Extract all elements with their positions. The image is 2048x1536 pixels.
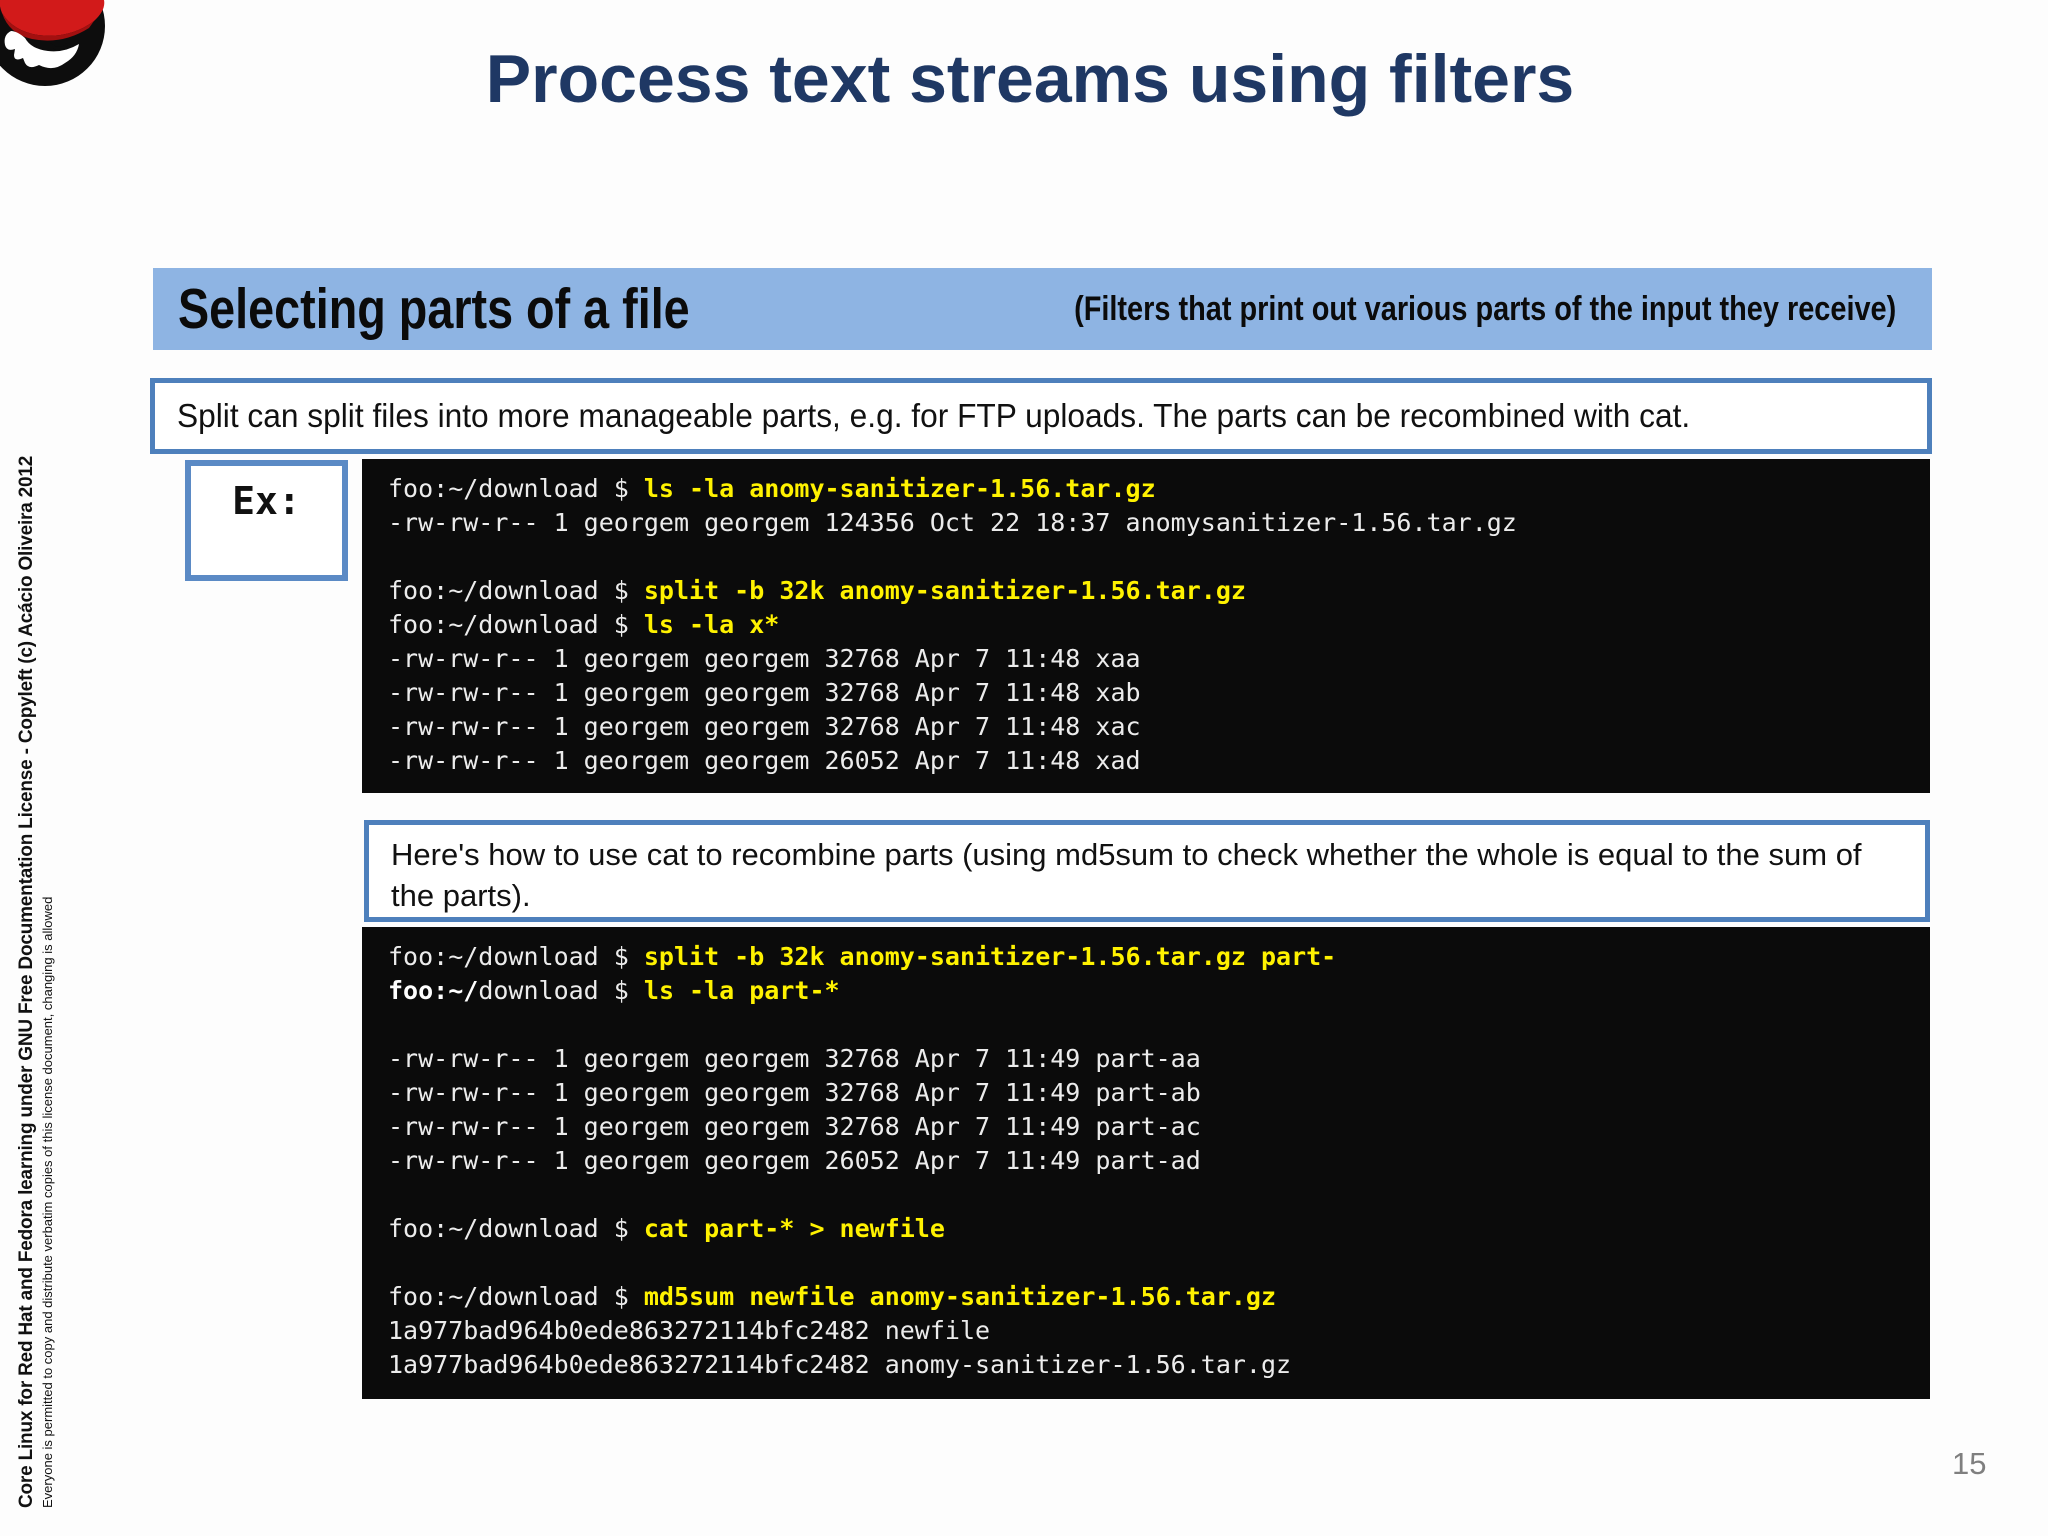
section-header-bar: Selecting parts of a file (Filters that … bbox=[153, 268, 1932, 350]
terminal-line: -rw-rw-r-- 1 georgem georgem 32768 Apr 7… bbox=[388, 710, 1920, 744]
terminal-line: 1a977bad964b0ede863272114bfc2482 newfile bbox=[388, 1314, 1920, 1348]
output-text: -rw-rw-r-- 1 georgem georgem 32768 Apr 7… bbox=[388, 644, 1141, 673]
example-label-box: Ex: bbox=[185, 460, 348, 581]
example-label: Ex: bbox=[232, 479, 301, 523]
terminal-line: -rw-rw-r-- 1 georgem georgem 26052 Apr 7… bbox=[388, 1144, 1920, 1178]
terminal-window-2: foo:~/download $ split -b 32k anomy-sani… bbox=[362, 927, 1930, 1399]
terminal-line: foo:~/download $ split -b 32k anomy-sani… bbox=[388, 574, 1920, 608]
terminal-line: -rw-rw-r-- 1 georgem georgem 32768 Apr 7… bbox=[388, 1042, 1920, 1076]
command-text: ls -la anomy-sanitizer-1.56.tar.gz bbox=[643, 474, 1156, 503]
terminal-line: foo:~/download $ cat part-* > newfile bbox=[388, 1212, 1920, 1246]
prompt-text: foo:~/download $ bbox=[388, 942, 644, 971]
terminal-line bbox=[388, 1178, 1920, 1212]
terminal-line: foo:~/download $ md5sum newfile anomy-sa… bbox=[388, 1280, 1920, 1314]
prompt-text: download $ bbox=[478, 976, 644, 1005]
prompt-text: foo:~/download $ bbox=[388, 1282, 644, 1311]
terminal-line: -rw-rw-r-- 1 georgem georgem 32768 Apr 7… bbox=[388, 642, 1920, 676]
output-text: -rw-rw-r-- 1 georgem georgem 26052 Apr 7… bbox=[388, 1146, 1201, 1175]
terminal-window-1: foo:~/download $ ls -la anomy-sanitizer-… bbox=[362, 459, 1930, 793]
prompt-text: foo:~/download $ bbox=[388, 474, 644, 503]
output-text: -rw-rw-r-- 1 georgem georgem 124356 Oct … bbox=[388, 508, 1517, 537]
prompt-text: foo:~/download $ bbox=[388, 610, 644, 639]
prompt-text-bold: foo:~/ bbox=[388, 976, 479, 1005]
output-text: -rw-rw-r-- 1 georgem georgem 26052 Apr 7… bbox=[388, 746, 1141, 775]
terminal-line: foo:~/download $ split -b 32k anomy-sani… bbox=[388, 940, 1920, 974]
redhat-logo-icon bbox=[0, 0, 105, 86]
command-text: ls -la x* bbox=[643, 610, 780, 639]
terminal-line bbox=[388, 1008, 1920, 1042]
output-text: -rw-rw-r-- 1 georgem georgem 32768 Apr 7… bbox=[388, 712, 1141, 741]
prompt-text: foo:~/download $ bbox=[388, 576, 644, 605]
output-text: -rw-rw-r-- 1 georgem georgem 32768 Apr 7… bbox=[388, 678, 1141, 707]
page-number: 15 bbox=[1952, 1446, 1987, 1481]
output-text: -rw-rw-r-- 1 georgem georgem 32768 Apr 7… bbox=[388, 1112, 1201, 1141]
prompt-text: foo:~/download $ bbox=[388, 1214, 644, 1243]
terminal-line: foo:~/download $ ls -la x* bbox=[388, 608, 1920, 642]
terminal-line bbox=[388, 1246, 1920, 1280]
output-text: 1a977bad964b0ede863272114bfc2482 newfile bbox=[388, 1316, 991, 1345]
output-text: -rw-rw-r-- 1 georgem georgem 32768 Apr 7… bbox=[388, 1078, 1201, 1107]
section-title: Selecting parts of a file bbox=[178, 277, 690, 341]
cat-note-text: Here's how to use cat to recombine parts… bbox=[391, 837, 1862, 913]
license-sidebar: Core Linux for Red Hat and Fedora learni… bbox=[16, 455, 55, 1508]
license-subtitle: Everyone is permitted to copy and distri… bbox=[40, 896, 55, 1508]
terminal-line: foo:~/download $ ls -la part-* bbox=[388, 974, 1920, 1008]
terminal-line: -rw-rw-r-- 1 georgem georgem 26052 Apr 7… bbox=[388, 744, 1920, 778]
license-title: Core Linux for Red Hat and Fedora learni… bbox=[16, 455, 37, 1508]
terminal-line: 1a977bad964b0ede863272114bfc2482 anomy-s… bbox=[388, 1348, 1920, 1382]
output-text: 1a977bad964b0ede863272114bfc2482 anomy-s… bbox=[388, 1350, 1292, 1379]
split-note-box: Split can split files into more manageab… bbox=[150, 378, 1932, 454]
section-subtitle: (Filters that print out various parts of… bbox=[1073, 289, 1896, 328]
output-text: -rw-rw-r-- 1 georgem georgem 32768 Apr 7… bbox=[388, 1044, 1201, 1073]
command-text: ls -la part-* bbox=[643, 976, 840, 1005]
terminal-line: -rw-rw-r-- 1 georgem georgem 32768 Apr 7… bbox=[388, 676, 1920, 710]
terminal-line bbox=[388, 540, 1920, 574]
terminal-line: -rw-rw-r-- 1 georgem georgem 124356 Oct … bbox=[388, 506, 1920, 540]
split-note-text: Split can split files into more manageab… bbox=[177, 397, 1691, 434]
command-text: split -b 32k anomy-sanitizer-1.56.tar.gz bbox=[643, 576, 1246, 605]
command-text: cat part-* > newfile bbox=[643, 1214, 945, 1243]
terminal-line: foo:~/download $ ls -la anomy-sanitizer-… bbox=[388, 472, 1920, 506]
cat-note-box: Here's how to use cat to recombine parts… bbox=[364, 820, 1930, 922]
page-title: Process text streams using filters bbox=[485, 41, 1575, 117]
terminal-line: -rw-rw-r-- 1 georgem georgem 32768 Apr 7… bbox=[388, 1110, 1920, 1144]
command-text: split -b 32k anomy-sanitizer-1.56.tar.gz… bbox=[643, 942, 1337, 971]
command-text: md5sum newfile anomy-sanitizer-1.56.tar.… bbox=[643, 1282, 1277, 1311]
terminal-line: -rw-rw-r-- 1 georgem georgem 32768 Apr 7… bbox=[388, 1076, 1920, 1110]
